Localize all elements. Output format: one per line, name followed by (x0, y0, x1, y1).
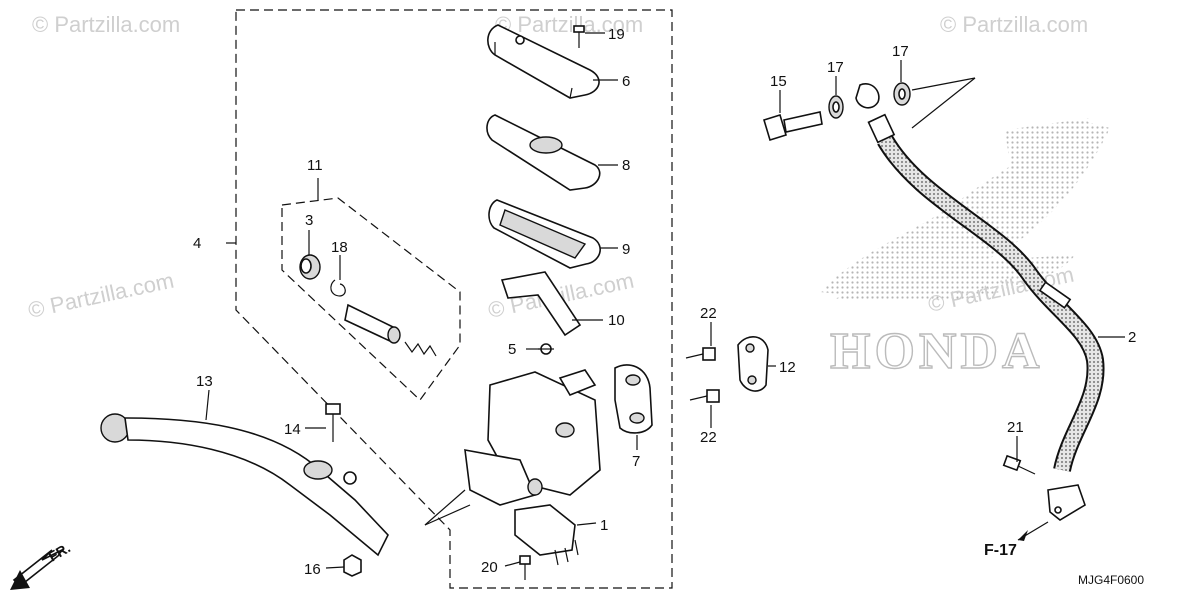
callout-12: 12 (779, 359, 796, 376)
brake-lever-part (100, 413, 389, 557)
reference-label: F-17 (984, 542, 1017, 559)
watermark-text: © Partzilla.com (26, 268, 176, 323)
callout-14: 14 (284, 421, 301, 438)
brake-hose-part (855, 83, 1105, 521)
callout-11: 11 (307, 157, 323, 174)
circlip-part (330, 279, 346, 297)
callout-19: 19 (608, 26, 625, 43)
brake-switch-part (514, 504, 579, 566)
front-direction-indicator: FR. (10, 539, 73, 590)
callout-17-right: 17 (892, 43, 909, 60)
holder-bolt-lower-part (689, 389, 720, 403)
callout-2: 2 (1128, 329, 1136, 346)
callout-18: 18 (331, 239, 348, 256)
diaphragm-plate-part (486, 114, 601, 191)
watermark-text: © Partzilla.com (940, 12, 1088, 37)
banjo-bolt-part (763, 111, 823, 142)
switch-screw-part (519, 555, 531, 580)
piston-part (344, 303, 401, 344)
cap-screw-part (573, 25, 585, 48)
honda-wing-logo: HONDA (820, 118, 1110, 381)
boot-part (299, 254, 321, 280)
callout-3: 3 (305, 212, 313, 229)
drawing-code: MJG4F0600 (1078, 573, 1144, 587)
hose-clamp-bolt-part (1002, 454, 1036, 475)
pivot-nut-part (343, 554, 362, 577)
callout-7: 7 (632, 453, 640, 470)
callout-16: 16 (304, 561, 321, 578)
diaphragm-part (488, 199, 601, 269)
lever-holder-part (737, 336, 769, 392)
callout-17-left: 17 (827, 59, 844, 76)
callout-21: 21 (1007, 419, 1024, 436)
assembly-outlines (226, 9, 673, 589)
callout-labels: 1 2 3 4 5 6 7 8 9 10 11 12 13 14 15 16 1… (193, 26, 1136, 578)
callout-9: 9 (622, 241, 630, 258)
spring-part (404, 341, 437, 357)
sealing-washer-right-part (893, 82, 911, 106)
piston-kit-outline (281, 197, 461, 401)
pivot-bolt-part (325, 403, 341, 442)
holder-bolt-upper-part (685, 347, 716, 361)
callout-22-lower: 22 (700, 429, 717, 446)
callout-22-upper: 22 (700, 305, 717, 322)
reservoir-cap-part (487, 24, 600, 99)
master-cylinder-body-part (464, 369, 601, 506)
watermark-text: © Partzilla.com (32, 12, 180, 37)
sealing-washer-left-part (828, 95, 844, 119)
holder-part (614, 364, 653, 434)
leader-lines (205, 32, 1125, 569)
callout-6: 6 (622, 73, 630, 90)
callout-13: 13 (196, 373, 213, 390)
callout-8: 8 (622, 157, 630, 174)
honda-logo-text: HONDA (830, 323, 1044, 380)
float-part (538, 343, 554, 355)
callout-15: 15 (770, 73, 787, 90)
plate-protector-part (500, 271, 582, 337)
callout-4: 4 (193, 235, 201, 252)
callout-20: 20 (481, 559, 498, 576)
callout-10: 10 (608, 312, 625, 329)
master-cylinder-assembly-outline (235, 9, 673, 589)
callout-5: 5 (508, 341, 516, 358)
callout-1: 1 (600, 517, 608, 534)
watermark-text: © Partzilla.com (495, 12, 643, 37)
